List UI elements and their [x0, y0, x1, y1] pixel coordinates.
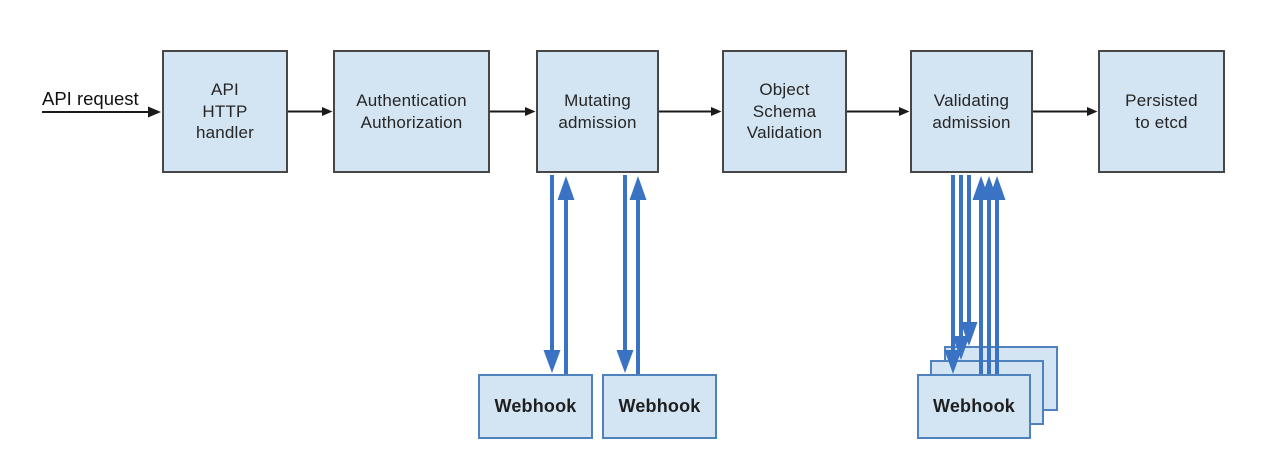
stage-object-schema-validation-label: Object Schema Validation — [746, 79, 823, 143]
mutating-webhook-box-2: Webhook — [602, 374, 717, 439]
validating-webhook-down-arrow-1 — [944, 175, 962, 374]
stage-api-http-handler-label: API HTTP handler — [195, 79, 255, 143]
stage-persisted-to-etcd-label: Persisted to etcd — [1125, 90, 1198, 132]
connector-handler-to-auth — [288, 107, 333, 116]
validating-webhook-down-arrow-3 — [960, 175, 978, 346]
connector-auth-to-mutating — [490, 107, 536, 116]
stage-persisted-to-etcd: Persisted to etcd — [1098, 50, 1225, 173]
connector-schema-to-validating — [847, 107, 910, 116]
validating-webhook-down-arrow-2 — [952, 175, 970, 360]
stage-object-schema-validation: Object Schema Validation — [722, 50, 847, 173]
validating-webhook-front-label: Webhook — [932, 395, 1016, 416]
validating-webhook-up-arrow-3 — [988, 176, 1006, 374]
validating-webhook-up-arrow-2 — [980, 176, 998, 374]
stage-api-http-handler: API HTTP handler — [162, 50, 288, 173]
validating-webhook-up-arrow-1 — [972, 176, 990, 374]
stage-authentication-authorization-label: Authentication Authorization — [356, 90, 467, 132]
stage-mutating-admission-label: Mutating admission — [558, 90, 637, 132]
mutating-webhook-2-label: Webhook — [618, 395, 701, 416]
mutating-webhook1-up-arrow — [557, 176, 575, 374]
mutating-webhook2-up-arrow — [629, 176, 647, 374]
validating-webhook-box-front: Webhook — [917, 374, 1031, 439]
stage-mutating-admission: Mutating admission — [536, 50, 659, 173]
mutating-webhook2-down-arrow — [616, 175, 634, 373]
api-request-label: API request — [42, 88, 139, 109]
mutating-webhook-1-label: Webhook — [494, 395, 577, 416]
mutating-webhook1-down-arrow — [543, 175, 561, 373]
mutating-webhook-box-1: Webhook — [478, 374, 593, 439]
stage-validating-admission: Validating admission — [910, 50, 1033, 173]
connector-validating-to-etcd — [1033, 107, 1098, 116]
connector-mutating-to-schema — [659, 107, 722, 116]
stage-authentication-authorization: Authentication Authorization — [333, 50, 490, 173]
stage-validating-admission-label: Validating admission — [932, 90, 1011, 132]
